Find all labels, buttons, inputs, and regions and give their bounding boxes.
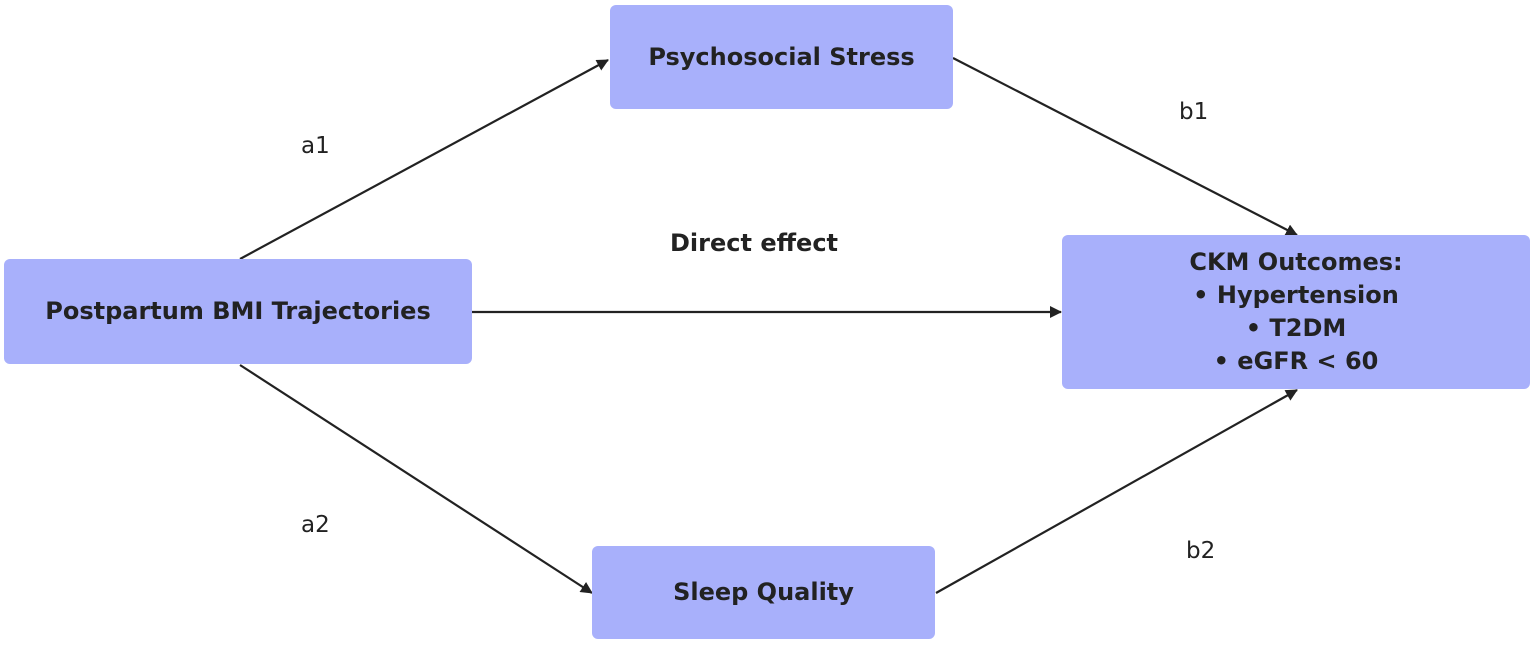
outcome-item-hypertension: • Hypertension: [1193, 281, 1399, 309]
node-label: Sleep Quality: [673, 578, 854, 606]
edge-label-b2: b2: [1186, 538, 1216, 564]
edge-label-direct-effect: Direct effect: [670, 229, 839, 257]
arrow-b2: [935, 389, 1298, 594]
edge-label-a2: a2: [301, 512, 330, 538]
arrow-b1: [952, 57, 1298, 236]
node-label: Postpartum BMI Trajectories: [45, 297, 431, 325]
node-postpartum-bmi-trajectories: Postpartum BMI Trajectories: [4, 259, 472, 364]
node-ckm-outcomes: CKM Outcomes: • Hypertension • T2DM • eG…: [1062, 235, 1530, 389]
node-label: Psychosocial Stress: [648, 42, 915, 71]
arrow-a1: [239, 59, 609, 260]
edge-label-a1: a1: [301, 133, 330, 159]
node-psychosocial-stress: Psychosocial Stress: [610, 5, 953, 109]
node-sleep-quality: Sleep Quality: [592, 546, 935, 639]
edge-label-b1: b1: [1179, 99, 1209, 125]
outcome-item-egfr: • eGFR < 60: [1213, 347, 1379, 375]
outcome-title: CKM Outcomes:: [1189, 248, 1403, 276]
outcome-item-t2dm: • T2DM: [1245, 314, 1347, 342]
arrow-a2: [239, 364, 593, 594]
